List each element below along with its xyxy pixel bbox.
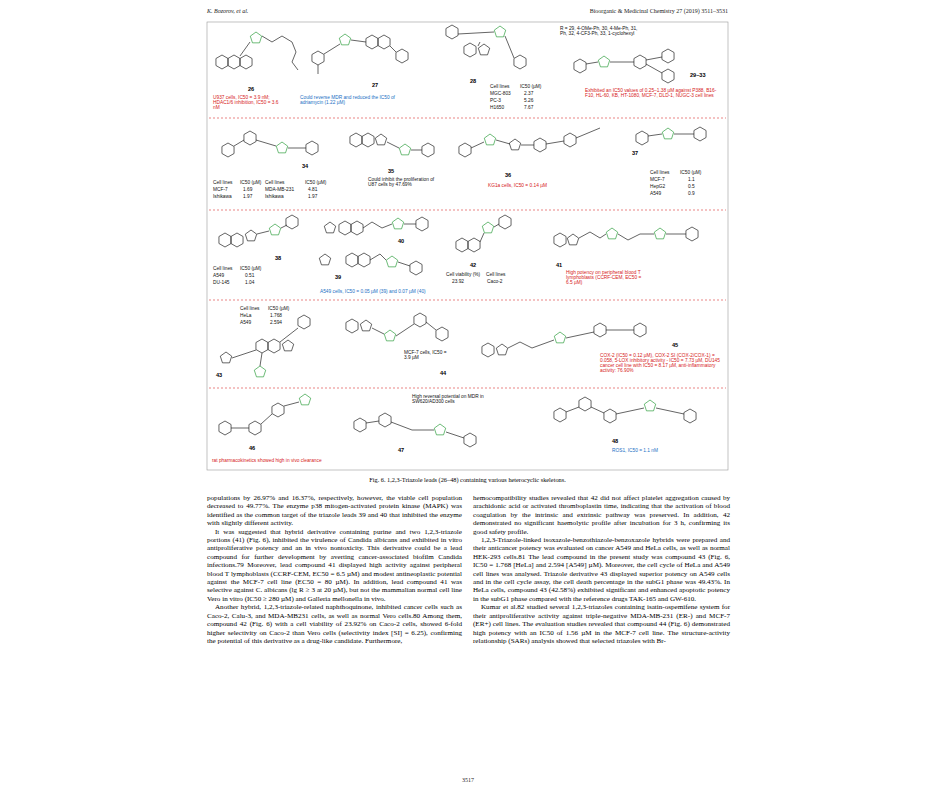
table-cell: A549 <box>213 273 224 278</box>
annotation: Exhibited an IC50 values of 0.25–1.38 µM… <box>585 88 720 98</box>
annotation: ROS1, IC50 = 1.1 nM <box>612 448 658 453</box>
annotation: COX-2 (IC50 = 0.12 µM), COX-2 SI (COX-2/… <box>600 353 725 373</box>
compound-number: 40 <box>398 238 404 244</box>
table-cell: HepG2 <box>650 184 665 189</box>
table-cell: 1.69 <box>243 187 252 192</box>
table-cell: HeLa <box>240 313 251 318</box>
compound-number: 34 <box>302 163 308 169</box>
table-cell: 1.97 <box>308 194 317 199</box>
running-head: K. Bozorov, et al. <box>207 8 248 14</box>
annotation: rat pharmacokinetics showed high in vivo… <box>212 458 322 463</box>
table-cell: 1.04 <box>245 280 254 285</box>
table-cell: Cell lines <box>265 180 284 185</box>
table-cell: IC50 (µM) <box>680 170 701 175</box>
compound-number: 43 <box>216 372 222 378</box>
table-cell: 2.594 <box>270 320 282 325</box>
annotation: MCF-7 cells, IC50 = 3.9 µM <box>404 350 450 360</box>
table-cell: Cell viability (%) <box>446 272 480 277</box>
body-paragraph: It was suggested that hybrid derivative … <box>207 528 462 604</box>
table-cell: MCF-7 <box>213 187 228 192</box>
compound-number: 36 <box>505 172 511 178</box>
table-cell: IC50 (µM) <box>520 84 541 89</box>
compound-number: 42 <box>470 262 476 268</box>
compound-number: 29–33 <box>690 72 706 78</box>
table-cell: MDA-MB-231 <box>265 187 294 192</box>
table-cell: Ishikawa <box>265 194 284 199</box>
annotation: KG1a cells, IC50 = 0.14 µM <box>488 183 547 188</box>
compound-number: 26 <box>248 86 254 92</box>
compound-number: 41 <box>556 262 562 268</box>
table-cell: 7.67 <box>524 105 533 110</box>
table-cell: MCF-7 <box>650 177 665 182</box>
table-cell: 5.26 <box>524 98 533 103</box>
table-cell: Caco-2 <box>487 279 502 284</box>
table-cell: IC50 (µM) <box>268 306 289 311</box>
table-cell: Cell lines <box>486 272 505 277</box>
table-cell: Cell lines <box>213 180 232 185</box>
table-cell: 1.97 <box>243 194 252 199</box>
annotation: U937 cells, IC50 = 3.9 nM; HDAC1/6 inhib… <box>213 95 285 110</box>
compound-number: 27 <box>372 82 378 88</box>
table-cell: MGC-803 <box>490 91 511 96</box>
table-cell: H1650 <box>490 105 504 110</box>
compound-number: 46 <box>249 445 255 451</box>
table-cell: Cell lines <box>490 84 509 89</box>
table-cell: 0.9 <box>688 191 695 196</box>
table-cell: 2.37 <box>524 91 533 96</box>
annotation: High potency on peripheral blood T lymph… <box>566 270 646 285</box>
table-cell: Cell lines <box>650 170 669 175</box>
annotation: Could reverse MDR and reduced the IC50 o… <box>300 95 405 105</box>
table-cell: IC50 (µM) <box>240 266 261 271</box>
table-cell: 1.1 <box>688 177 695 182</box>
compound-number: 47 <box>398 447 404 453</box>
compound-number: 44 <box>440 370 446 376</box>
table-cell: IC50 (µM) <box>240 180 261 185</box>
table-cell: 0.5 <box>688 184 695 189</box>
compound-number: 28 <box>470 78 476 84</box>
body-paragraph: hemocompatibility studies revealed that … <box>473 494 730 536</box>
table-cell: Cell lines <box>240 306 259 311</box>
table-cell: 4.81 <box>308 187 317 192</box>
annotation: Could inhibit the proliferation of U87 c… <box>368 177 440 187</box>
compound-number: 45 <box>672 342 678 348</box>
table-cell: IC50 (µM) <box>305 180 326 185</box>
figure-frame <box>207 22 728 470</box>
compound-number: 38 <box>275 255 281 261</box>
body-paragraph: 1,2,3-Triazole-linked isoxazole-benzothi… <box>473 536 730 603</box>
body-paragraph: Another hybrid, 1,2,3-triazole-related n… <box>207 603 462 645</box>
figure-caption: Fig. 6. 1,2,3-Triazole leads (26–48) con… <box>207 476 728 483</box>
table-cell: Ishikawa <box>213 194 232 199</box>
running-head: Bioorganic & Medicinal Chemistry 27 (201… <box>590 8 728 14</box>
body-paragraph: populations by 26.97% and 16.37%, respec… <box>207 494 462 528</box>
compound-number: 37 <box>632 150 638 156</box>
annotation: High reversal potential on MDR in SW620/… <box>412 394 494 404</box>
compound-number: 35 <box>388 168 394 174</box>
compound-number: 48 <box>612 438 618 444</box>
table-cell: A549 <box>650 191 661 196</box>
table-cell: 23.92 <box>452 279 464 284</box>
compound-number: 39 <box>335 274 341 280</box>
table-cell: 0.51 <box>245 273 254 278</box>
table-cell: 1.768 <box>270 313 282 318</box>
table-cell: PC-3 <box>490 98 501 103</box>
table-cell: A549 <box>240 320 251 325</box>
row-separators <box>209 118 726 388</box>
table-cell: DU-145 <box>213 280 230 285</box>
table-cell: Cell lines <box>213 266 232 271</box>
page-number: 3517 <box>462 777 474 783</box>
annotation: A549 cells, IC50 = 0.05 µM (39) and 0.07… <box>320 289 426 294</box>
annotation: R = 29, 4-OMe-Ph, 30, 4-Me-Ph, 31, Ph, 3… <box>560 26 640 36</box>
body-paragraph: Kumar et al.82 studied several 1,2,3-tri… <box>473 603 730 645</box>
